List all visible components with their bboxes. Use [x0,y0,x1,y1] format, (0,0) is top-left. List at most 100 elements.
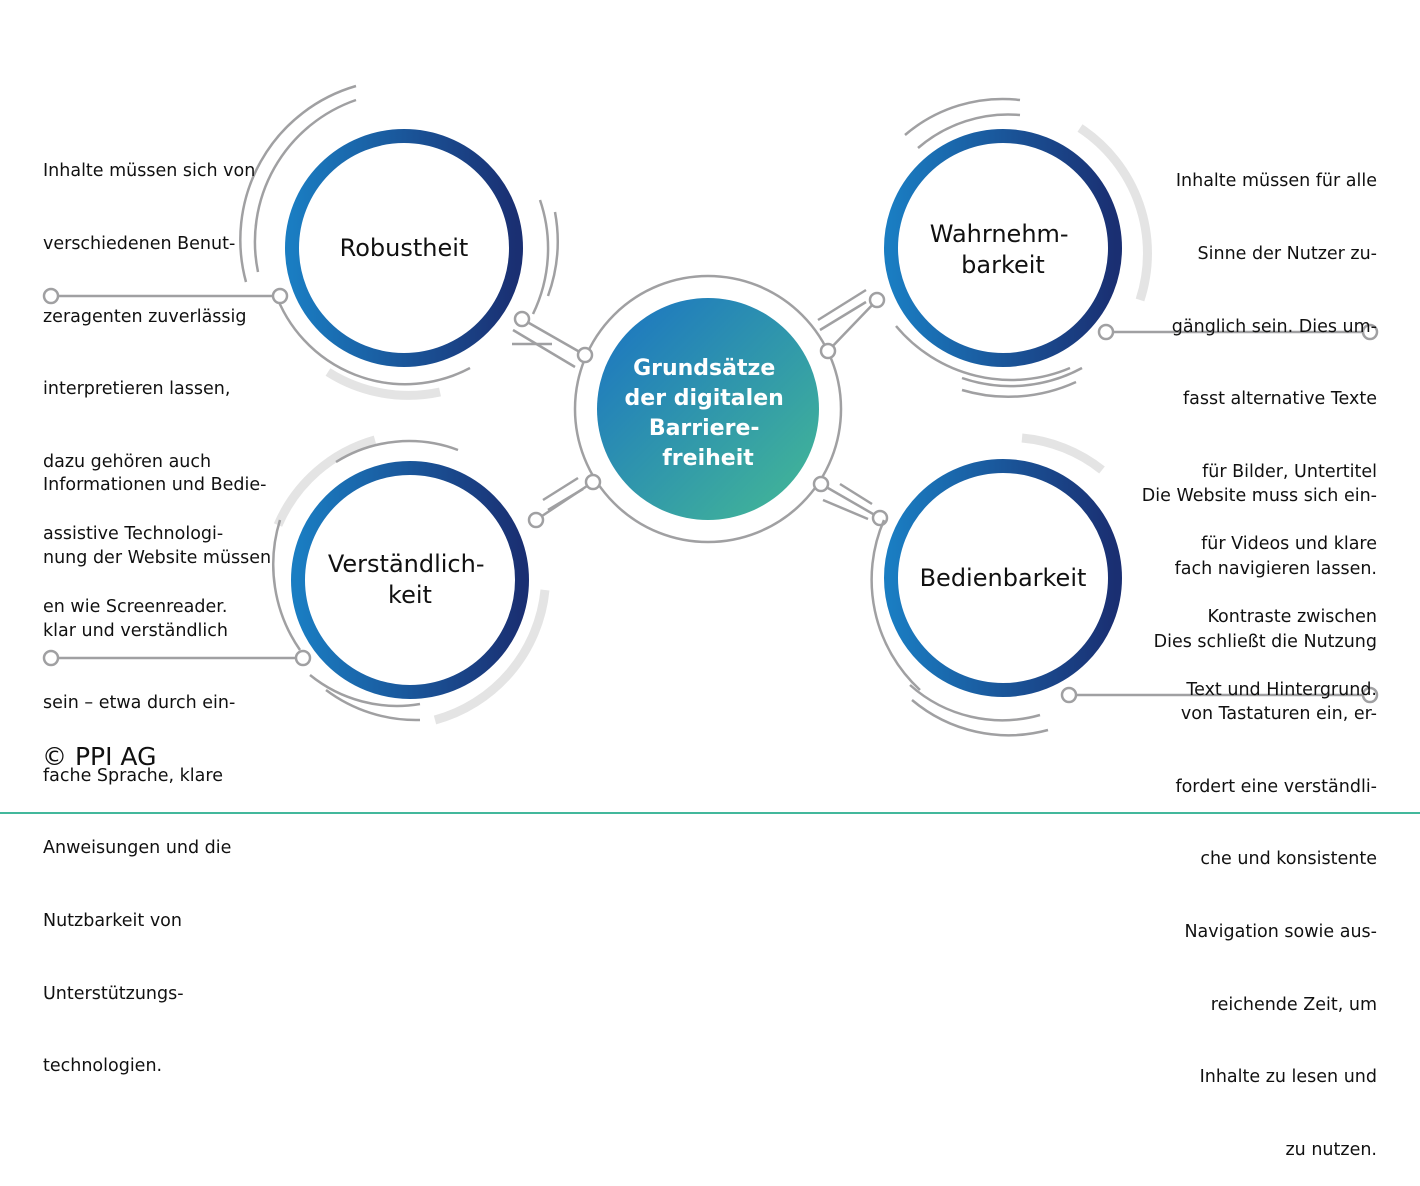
leader-dot [1097,323,1115,341]
decor-arc [961,380,1077,399]
diagram-canvas: Grundsätze der digitalen Barriere- freih… [42,84,1379,737]
description-line: fordert eine verständli- [1175,776,1377,797]
description-robustheit: Inhalte müssen sich von verschiedenen Be… [43,111,255,643]
description-line: von Tastaturen ein, er- [1180,704,1377,725]
decor-arc [870,519,921,691]
description-line: Inhalte müssen für alle [1175,171,1377,192]
description-line: nung der Website müssen [43,548,272,569]
description-line: fache Sprache, klare [43,765,223,786]
leader-dot [294,649,312,667]
description-line: klar und verständlich [43,620,228,641]
node-ring [884,129,1122,367]
decor-arc [273,291,471,386]
decor-arc-light [325,368,441,400]
node-bedienbarkeit: Bedienbarkeit [870,433,1379,737]
description-line: che und konsistente [1200,849,1377,870]
decor-arc [325,689,421,722]
description-line: en wie Screenreader. [43,597,228,618]
copyright-notice: © PPI AG [42,742,157,771]
leader-dot [271,287,289,305]
center-disc [597,298,819,520]
decor-arc [239,84,357,283]
description-line: Text und Hintergrund. [1186,679,1377,700]
description-line: assistive Technologi- [43,524,224,545]
description-line: zeragenten zuverlässig [43,306,247,327]
description-line: interpretieren lassen, [43,379,231,400]
decor-arc-light [1077,124,1152,302]
decor-arc [531,199,550,315]
description-line: Inhalte müssen sich von [43,161,256,182]
description-wahrnehmbarkeit: Inhalte müssen für alle Sinne der Nutzer… [1172,121,1377,726]
decor-arc [272,519,302,651]
leader-dot [42,649,60,667]
node-label-line: barkeit [961,251,1045,279]
description-line: Kontraste zwischen [1207,607,1377,628]
decor-arc [909,684,1041,722]
description-line: Die Website muss sich ein- [1141,486,1377,507]
description-line: Sinne der Nutzer zu- [1197,244,1377,265]
node-label-line: Robustheit [340,234,469,262]
connector-bedienbarkeit [812,475,889,527]
description-line: technologien. [43,1056,163,1077]
decor-arc [309,674,421,708]
decor-arc-light [273,435,377,527]
description-bedienbarkeit: Die Website muss sich ein- fach navigier… [1142,436,1377,1186]
description-line: fasst alternative Texte [1182,389,1377,410]
node-ring [291,461,529,699]
leader-dot [1361,323,1379,341]
node-label-line: Bedienbarkeit [920,564,1087,592]
description-line: Anweisungen und die [43,838,232,859]
description-line: dazu gehören auch [43,451,212,472]
center-label-line: Barriere- [649,416,760,441]
description-line: Unterstützungs- [43,983,184,1004]
decor-arc [335,439,459,464]
center-label-line: der digitalen [625,386,784,411]
bottom-rule [0,812,1420,814]
decor-arc [253,98,357,273]
leader-dot [42,287,60,305]
center-node: Grundsätze der digitalen Barriere- freih… [573,274,843,544]
description-line: reichende Zeit, um [1210,994,1377,1015]
node-ring [285,129,523,367]
description-line: für Videos und klare [1201,534,1377,555]
description-line: verschiedenen Benut- [43,234,236,255]
connector-wahrnehmbarkeit [817,288,886,360]
description-line: gänglich sein. Dies um- [1171,316,1377,337]
decor-arc [546,211,559,297]
center-label-line: Grundsätze [633,356,775,381]
description-line: Dies schließt die Nutzung [1153,631,1377,652]
decor-arc-light [1021,433,1105,474]
center-label-line: freiheit [662,446,754,471]
node-robustheit: Robustheit [42,84,559,400]
leader-dot [1060,686,1078,704]
description-line: zu nutzen. [1285,1139,1378,1160]
decor-arc-light [433,589,550,725]
connector-verstaendlichkeit [527,473,602,529]
decor-arc [961,366,1083,388]
node-label: Verständlich- keit [328,550,492,609]
node-label: Robustheit [340,234,469,262]
description-line: Nutzbarkeit von [43,911,182,932]
description-line: fach navigieren lassen. [1174,559,1377,580]
description-line: Informationen und Bedie- [43,475,267,496]
node-verstaendlichkeit: Verständlich- keit [42,435,550,725]
connector-robustheit [512,310,594,369]
node-label-line: keit [388,581,432,609]
node-label: Wahrnehm- barkeit [930,220,1076,279]
center-outer-ring [573,274,843,544]
description-line: für Bilder, Untertitel [1202,461,1377,482]
center-label: Grundsätze der digitalen Barriere- freih… [625,356,792,471]
leader-dot [1361,686,1379,704]
description-line: Navigation sowie aus- [1184,922,1377,943]
decor-arc [895,325,1071,382]
node-wahrnehmbarkeit: Wahrnehm- barkeit [884,97,1379,399]
decor-arc [904,97,1021,136]
node-label-line: Verständlich- [328,550,485,578]
node-label: Bedienbarkeit [920,564,1087,592]
node-ring [884,459,1122,697]
description-line: Inhalte zu lesen und [1199,1067,1377,1088]
description-line: sein – etwa durch ein- [43,693,236,714]
decor-arc [911,699,1049,737]
node-label-line: Wahrnehm- [930,220,1069,248]
decor-arc [917,113,1021,149]
